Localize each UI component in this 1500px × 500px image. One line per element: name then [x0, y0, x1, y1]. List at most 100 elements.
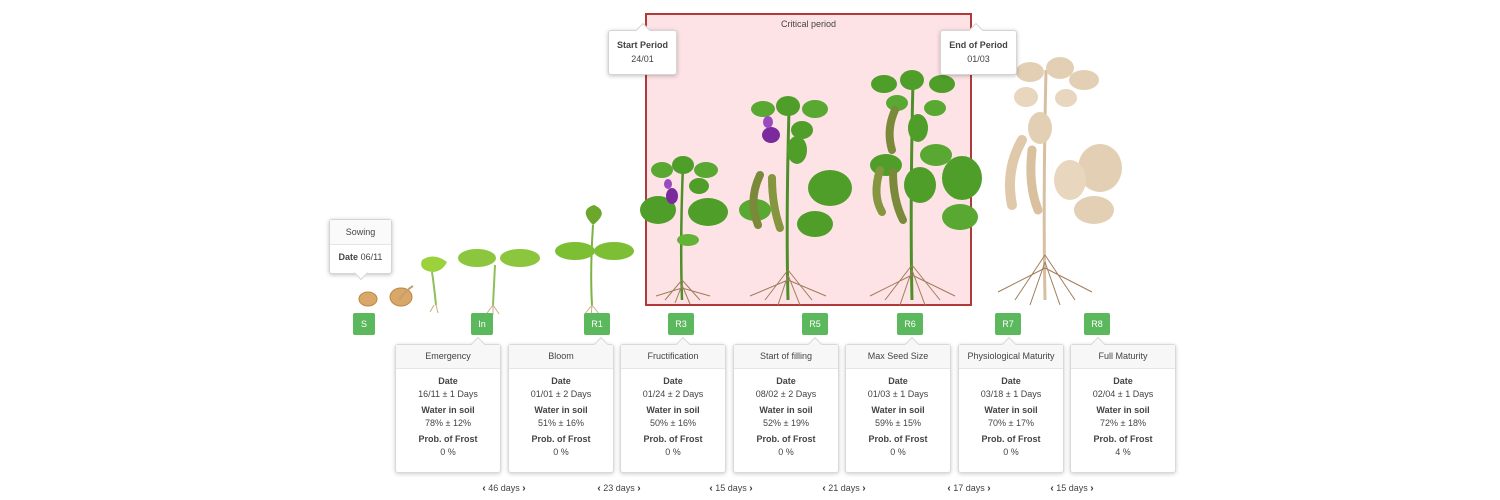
chevron-right-icon[interactable]: ›	[522, 483, 526, 494]
stage-badge-r3[interactable]: R3	[668, 313, 694, 335]
date-label: Date	[663, 376, 683, 386]
chevron-left-icon[interactable]: ‹	[1050, 483, 1054, 494]
water-label: Water in soil	[871, 405, 925, 415]
date-value: 02/04 ± 1 Days	[1092, 389, 1154, 399]
stage-name: Bloom	[509, 345, 613, 369]
stage-card-fructification: Fructification Date 01/24 ± 2 Days Water…	[620, 336, 726, 473]
stage-name: Start of filling	[734, 345, 838, 369]
mature-green-plant-icon	[869, 70, 982, 306]
chevron-right-icon[interactable]: ›	[1090, 483, 1094, 494]
chevron-right-icon[interactable]: ›	[749, 483, 753, 494]
chevron-left-icon[interactable]: ‹	[822, 483, 826, 494]
frost-value: 0 %	[890, 447, 906, 457]
water-value: 50% ± 16%	[650, 418, 696, 428]
sprout-icon	[421, 256, 447, 314]
water-label: Water in soil	[1096, 405, 1150, 415]
critical-period-label: Critical period	[780, 19, 837, 29]
water-value: 70% ± 17%	[988, 418, 1034, 428]
water-label: Water in soil	[421, 405, 475, 415]
sowing-date-label: Date	[338, 252, 359, 262]
sowing-date-value: 06/11	[360, 252, 383, 262]
date-label: Date	[888, 376, 908, 386]
stage-card-max-seed-size: Max Seed Size Date 01/03 ± 1 Days Water …	[845, 336, 951, 473]
water-value: 51% ± 16%	[538, 418, 584, 428]
frost-value: 0 %	[553, 447, 569, 457]
end-period-tooltip: End of Period 01/03	[940, 22, 1017, 75]
interval-6: ‹ 15 days ›	[1050, 483, 1093, 494]
stage-badge-in[interactable]: In	[471, 313, 493, 335]
sowing-title: Sowing	[330, 220, 391, 245]
date-label: Date	[551, 376, 571, 386]
water-label: Water in soil	[759, 405, 813, 415]
water-value: 52% ± 19%	[763, 418, 809, 428]
end-period-title: End of Period	[949, 40, 1008, 50]
date-label: Date	[1001, 376, 1021, 386]
frost-label: Prob. of Frost	[531, 434, 591, 444]
stage-name: Max Seed Size	[846, 345, 950, 369]
stage-badge-r5[interactable]: R5	[802, 313, 828, 335]
sowing-date-row: Date 06/11	[330, 245, 391, 269]
stage-card-start-of-filling: Start of filling Date 08/02 ± 2 Days Wat…	[733, 336, 839, 473]
frost-label: Prob. of Frost	[1093, 434, 1153, 444]
frost-value: 0 %	[440, 447, 456, 457]
date-value: 01/24 ± 2 Days	[642, 389, 704, 399]
date-value: 08/02 ± 2 Days	[755, 389, 817, 399]
podding-plant-icon	[739, 96, 852, 306]
date-label: Date	[438, 376, 458, 386]
end-period-date: 01/03	[967, 54, 990, 64]
chevron-left-icon[interactable]: ‹	[482, 483, 486, 494]
stage-name: Emergency	[396, 345, 500, 369]
frost-value: 0 %	[1003, 447, 1019, 457]
interval-days: 46 days	[488, 483, 520, 493]
seed-icon	[358, 285, 414, 307]
start-period-title: Start Period	[616, 40, 668, 50]
stage-name: Full Maturity	[1071, 345, 1175, 369]
date-value: 01/03 ± 1 Days	[867, 389, 929, 399]
frost-label: Prob. of Frost	[418, 434, 478, 444]
chevron-right-icon[interactable]: ›	[987, 483, 991, 494]
stage-badge-s[interactable]: S	[353, 313, 375, 335]
stage-badge-r1[interactable]: R1	[584, 313, 610, 335]
dry-plant-icon	[997, 57, 1122, 306]
stage-card-bloom: Bloom Date 01/01 ± 2 Days Water in soil …	[508, 336, 614, 473]
interval-2: ‹ 23 days ›	[597, 483, 640, 494]
stage-card-emergency: Emergency Date 16/11 ± 1 Days Water in s…	[395, 336, 501, 473]
chevron-right-icon[interactable]: ›	[637, 483, 641, 494]
chevron-right-icon[interactable]: ›	[862, 483, 866, 494]
sowing-tooltip: Sowing Date 06/11	[329, 219, 392, 281]
stage-badge-r6[interactable]: R6	[897, 313, 923, 335]
plant-growth-illustration	[358, 57, 1122, 318]
start-period-date: 24/01	[631, 54, 654, 64]
chevron-left-icon[interactable]: ‹	[709, 483, 713, 494]
frost-label: Prob. of Frost	[643, 434, 703, 444]
stage-card-physiological-maturity: Physiological Maturity Date 03/18 ± 1 Da…	[958, 336, 1064, 473]
interval-4: ‹ 21 days ›	[822, 483, 865, 494]
frost-value: 4 %	[1115, 447, 1131, 457]
frost-label: Prob. of Frost	[981, 434, 1041, 444]
date-value: 16/11 ± 1 Days	[418, 389, 478, 399]
flowering-plant-icon	[640, 156, 728, 305]
frost-label: Prob. of Frost	[868, 434, 928, 444]
chevron-left-icon[interactable]: ‹	[947, 483, 951, 494]
date-label: Date	[776, 376, 796, 386]
date-value: 03/18 ± 1 Days	[980, 389, 1042, 399]
stage-card-full-maturity: Full Maturity Date 02/04 ± 1 Days Water …	[1070, 336, 1176, 473]
start-period-tooltip: Start Period 24/01	[608, 22, 677, 75]
interval-days: 21 days	[828, 483, 860, 493]
frost-label: Prob. of Frost	[756, 434, 816, 444]
water-value: 78% ± 12%	[425, 418, 471, 428]
stage-name: Fructification	[621, 345, 725, 369]
seedling-icon	[458, 249, 540, 315]
date-label: Date	[1113, 376, 1133, 386]
stage-badge-r7[interactable]: R7	[995, 313, 1021, 335]
interval-1: ‹ 46 days ›	[482, 483, 525, 494]
water-value: 72% ± 18%	[1100, 418, 1146, 428]
chevron-left-icon[interactable]: ‹	[597, 483, 601, 494]
water-label: Water in soil	[984, 405, 1038, 415]
date-value: 01/01 ± 2 Days	[530, 389, 592, 399]
stage-badge-r8[interactable]: R8	[1084, 313, 1110, 335]
interval-days: 15 days	[715, 483, 747, 493]
water-label: Water in soil	[646, 405, 700, 415]
young-plant-icon	[555, 205, 634, 318]
frost-value: 0 %	[778, 447, 794, 457]
